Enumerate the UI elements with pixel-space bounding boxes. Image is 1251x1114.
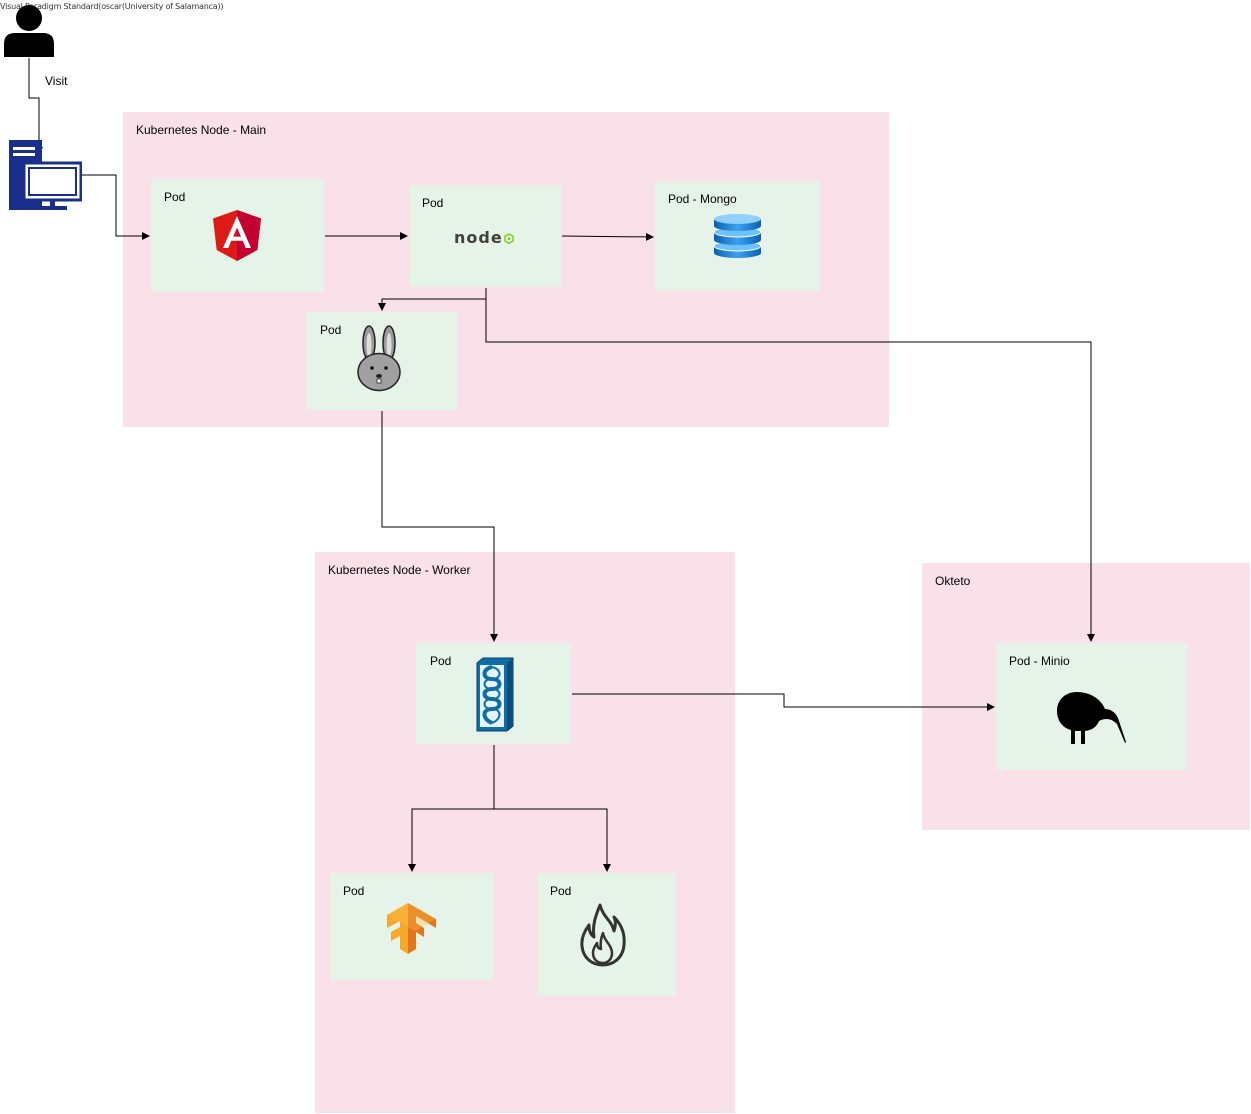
node-okteto-label: Okteto [935, 574, 971, 588]
flame-icon [580, 903, 626, 967]
edge-node-to-mongo [561, 232, 654, 241]
edge-client-to-angular [80, 174, 150, 240]
node-worker-label: Kubernetes Node - Worker [328, 563, 471, 577]
pod-jython-label: Pod [430, 654, 452, 668]
tensorflow-icon [387, 903, 436, 954]
edge-rabbit-to-jython [381, 411, 498, 642]
pod-mongo-label: Pod - Mongo [668, 192, 737, 206]
computer-icon[interactable] [8, 139, 82, 212]
pod-node-label: Pod [422, 196, 444, 210]
edge-jython-to-minio [572, 693, 995, 711]
edge-user-to-client [28, 58, 43, 155]
database-icon [713, 214, 762, 258]
node-main-label: Kubernetes Node - Main [136, 123, 267, 137]
rabbit-icon [357, 325, 401, 392]
pod-rabbit-label: Pod [320, 323, 342, 337]
pod-angular-label: Pod [164, 190, 186, 204]
edge-label-visit: Visit [45, 74, 68, 88]
nodejs-icon: node [454, 228, 514, 246]
edge-node-to-rabbit [378, 288, 487, 311]
svg-text:node: node [454, 228, 503, 246]
edge-jython-to-tensorflow [408, 745, 495, 872]
pod-tensorflow-label: Pod [343, 884, 365, 898]
edge-jython-to-flame [494, 808, 611, 872]
pod-flame[interactable] [537, 873, 676, 996]
edge-node-to-minio [485, 288, 1095, 642]
user-icon [4, 5, 54, 57]
pod-flame-label: Pod [550, 884, 572, 898]
pod-node[interactable] [409, 185, 561, 287]
pod-minio-label: Pod - Minio [1009, 654, 1070, 668]
watermark: Visual Paradigm Standard(oscar(Universit… [0, 2, 224, 11]
jython-icon [476, 657, 514, 732]
angular-icon [213, 210, 261, 261]
kiwi-icon [1057, 692, 1126, 744]
